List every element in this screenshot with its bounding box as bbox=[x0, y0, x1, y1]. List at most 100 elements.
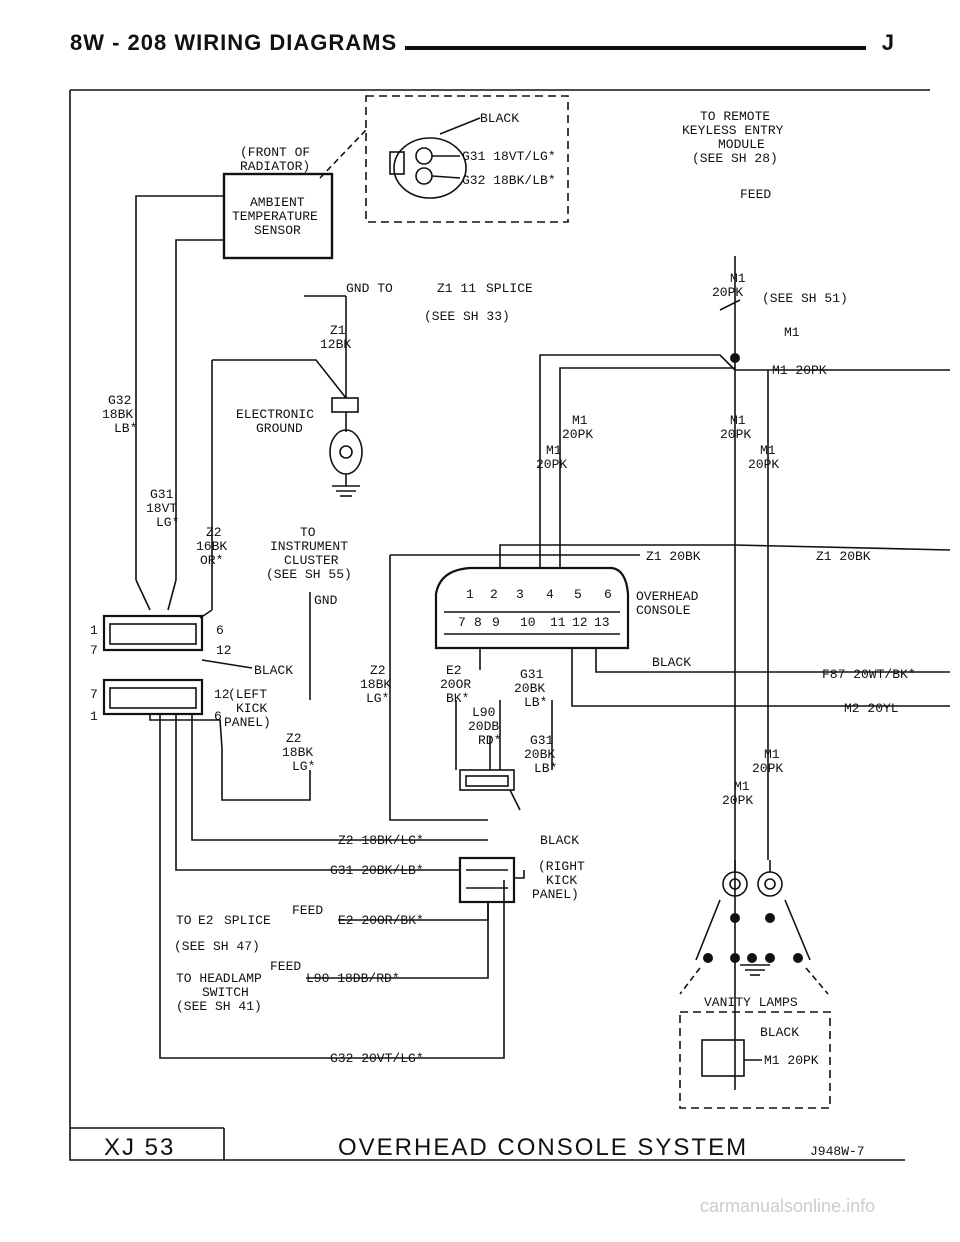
see-sh-47: (SEE SH 47) bbox=[174, 939, 260, 954]
m1-right: M1 20PK bbox=[772, 363, 827, 378]
electronic-ground-2: GROUND bbox=[256, 421, 303, 436]
splice2-label: SPLICE bbox=[224, 913, 271, 928]
vanity-lamp-box bbox=[679, 1011, 831, 1109]
left-connector-lower-cavities bbox=[109, 687, 197, 709]
z2-a-2: 18BK bbox=[360, 677, 391, 692]
g31-20bk-lb-label: G31 20BK/LB* bbox=[330, 863, 424, 878]
left-pin-7: 7 bbox=[90, 643, 98, 658]
feed-e2: FEED bbox=[292, 903, 323, 918]
front-of-radiator-2: RADIATOR) bbox=[240, 159, 310, 174]
footer-title: OVERHEAD CONSOLE SYSTEM bbox=[338, 1134, 748, 1161]
header-rule bbox=[405, 46, 866, 50]
l90-2: 20DB bbox=[468, 719, 499, 734]
overhead-console-2: CONSOLE bbox=[636, 603, 691, 618]
m1-e-2: 20PK bbox=[748, 457, 779, 472]
z1-label: Z1 bbox=[330, 323, 346, 338]
rke-2: KEYLESS ENTRY bbox=[682, 123, 784, 138]
g31-a-2: 20BK bbox=[514, 681, 545, 696]
connector-body bbox=[393, 137, 467, 199]
m1-c-2: 20PK bbox=[536, 457, 567, 472]
ground-terminal bbox=[331, 397, 359, 413]
cluster-1: TO bbox=[300, 525, 316, 540]
z2-b-3: LG* bbox=[292, 759, 315, 774]
g31-a-1: G31 bbox=[520, 667, 544, 682]
front-of-radiator-1: (FRONT OF bbox=[240, 145, 310, 160]
watermark: carmanualsonline.info bbox=[700, 1196, 876, 1216]
l90-3: RD* bbox=[478, 733, 501, 748]
left-kick-3: PANEL) bbox=[224, 715, 271, 730]
g32-3: LB* bbox=[114, 421, 137, 436]
m1-e-1: M1 bbox=[760, 443, 776, 458]
see-sh-51: (SEE SH 51) bbox=[762, 291, 848, 306]
m1-d-2: 20PK bbox=[720, 427, 751, 442]
g31-1: G31 bbox=[150, 487, 174, 502]
gnd-label: GND bbox=[314, 593, 338, 608]
g31-b-1: G31 bbox=[530, 733, 554, 748]
connector-pin-top bbox=[415, 147, 433, 165]
left-connector-upper-cavities bbox=[109, 623, 197, 645]
f87-label: F87 20WT/BK* bbox=[822, 667, 916, 682]
left-pin-6b: 6 bbox=[214, 709, 222, 724]
headlamp-3: (SEE SH 41) bbox=[176, 999, 262, 1014]
pin-1: 1 bbox=[466, 587, 474, 602]
g32-1: G32 bbox=[108, 393, 131, 408]
left-pin-12: 12 bbox=[216, 643, 232, 658]
connector-pin-bottom bbox=[415, 167, 433, 185]
black-vanity: BLACK bbox=[760, 1025, 799, 1040]
headlamp-1: TO HEADLAMP bbox=[176, 971, 262, 986]
m1-b-1: M1 bbox=[572, 413, 588, 428]
e2-badge: E2 bbox=[198, 913, 214, 928]
m1-f-1: M1 bbox=[764, 747, 780, 762]
pin-12: 12 bbox=[572, 615, 588, 630]
pin-8: 8 bbox=[474, 615, 482, 630]
z2-b-2: 18BK bbox=[282, 745, 313, 760]
frame-border bbox=[69, 90, 905, 1161]
left-pin-1: 1 bbox=[90, 623, 98, 638]
cluster-3: CLUSTER bbox=[284, 553, 339, 568]
e2-20or-bk-label: E2 20OR/BK* bbox=[338, 913, 424, 928]
left-kick-1: (LEFT bbox=[228, 687, 267, 702]
g31-2: 18VT bbox=[146, 501, 177, 516]
sensor-label-1: AMBIENT bbox=[250, 195, 305, 210]
pin-4: 4 bbox=[546, 587, 554, 602]
z2-18bk-lg-label: Z2 18BK/LG* bbox=[338, 833, 424, 848]
to-label: TO bbox=[176, 913, 192, 928]
z2-16bk-2: 16BK bbox=[196, 539, 227, 554]
rke-1: TO REMOTE bbox=[700, 109, 770, 124]
z2-a-1: Z2 bbox=[370, 663, 386, 678]
black-console: BLACK bbox=[652, 655, 691, 670]
pin-10: 10 bbox=[520, 615, 536, 630]
e2-3: BK* bbox=[446, 691, 469, 706]
rke-4: (SEE SH 28) bbox=[692, 151, 778, 166]
left-pin-12b: 12 bbox=[214, 687, 230, 702]
rke-3: MODULE bbox=[718, 137, 765, 152]
z2-b-1: Z2 bbox=[286, 731, 302, 746]
feed-l90: FEED bbox=[270, 959, 301, 974]
z2-a-3: LG* bbox=[366, 691, 389, 706]
left-pin-1b: 1 bbox=[90, 709, 98, 724]
splice-label: SPLICE bbox=[486, 281, 533, 296]
g31-b-3: LB* bbox=[534, 761, 557, 776]
l90-1: L90 bbox=[472, 705, 495, 720]
right-kick-1: (RIGHT bbox=[538, 859, 585, 874]
left-connector-upper bbox=[102, 614, 204, 652]
black-right: BLACK bbox=[540, 833, 579, 848]
m1-b-2: 20PK bbox=[562, 427, 593, 442]
g31-3: LG* bbox=[156, 515, 179, 530]
cluster-2: INSTRUMENT bbox=[270, 539, 348, 554]
m1-d-1: M1 bbox=[730, 413, 746, 428]
m1-badge: M1 bbox=[784, 325, 800, 340]
sensor-label-3: SENSOR bbox=[254, 223, 301, 238]
g31-b-2: 20BK bbox=[524, 747, 555, 762]
right-kick-connector bbox=[458, 856, 516, 904]
m1-a-2: 20PK bbox=[712, 285, 743, 300]
header-letter: J bbox=[881, 30, 894, 55]
footer-code: XJ 53 bbox=[104, 1134, 175, 1161]
vanity-connector bbox=[701, 1039, 745, 1077]
m1-g-1: M1 bbox=[734, 779, 750, 794]
z1-20bk-a: Z1 20BK bbox=[646, 549, 701, 564]
pin-3: 3 bbox=[516, 587, 524, 602]
header-title: 8W - 208 WIRING DIAGRAMS bbox=[70, 30, 398, 55]
black-left-kick: BLACK bbox=[254, 663, 293, 678]
footer-ref: J948W-7 bbox=[810, 1144, 865, 1159]
